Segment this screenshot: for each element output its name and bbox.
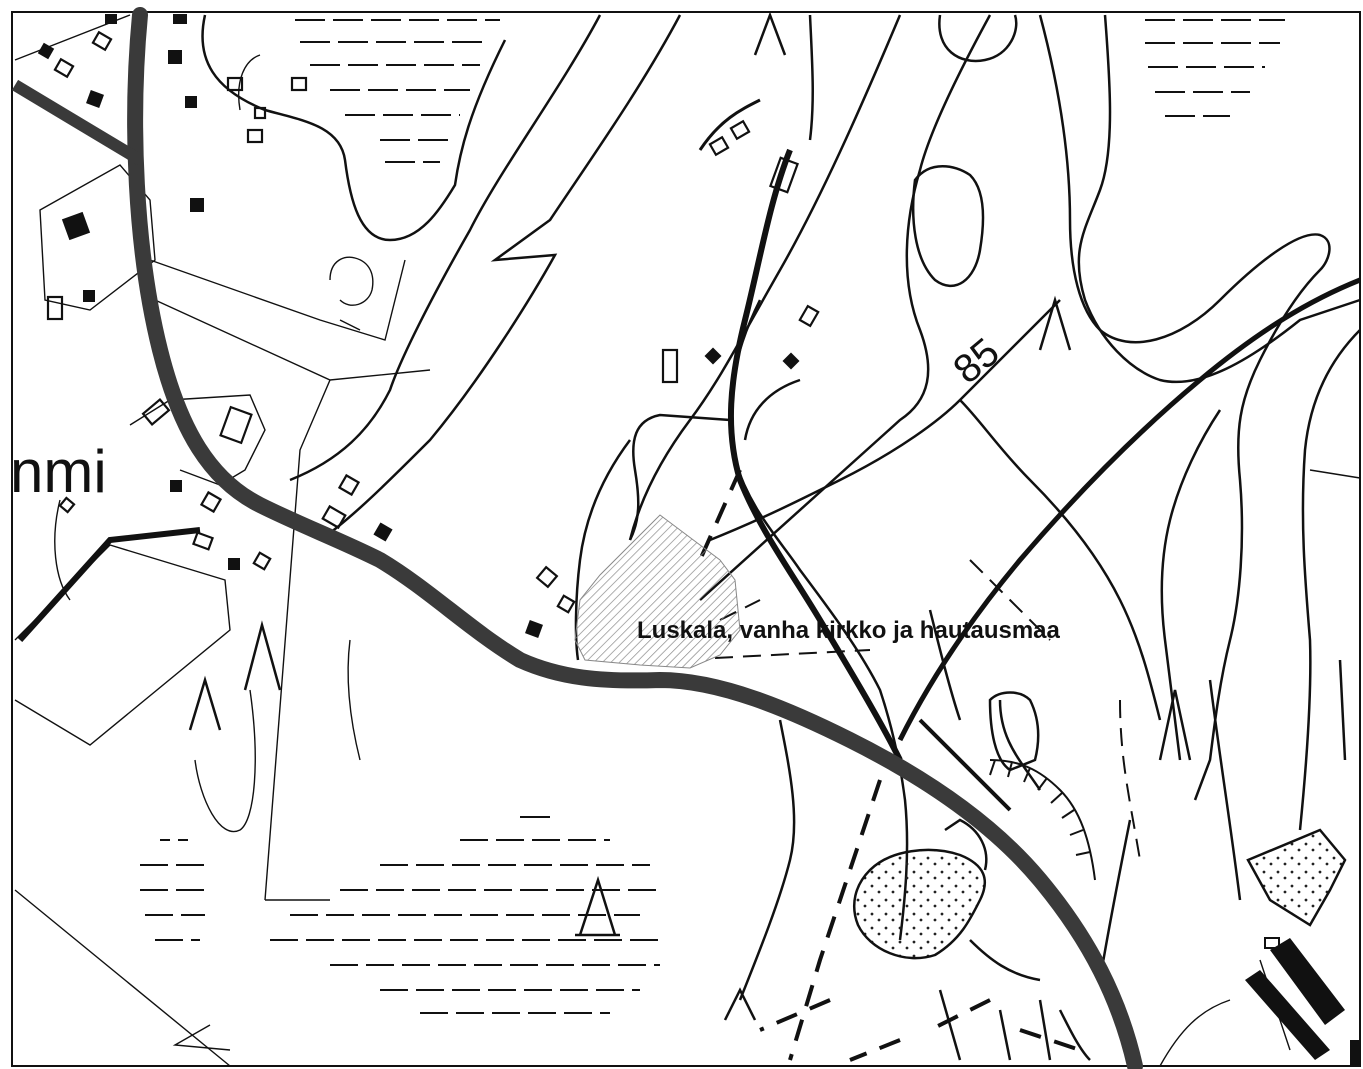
misc-lines: [938, 818, 1091, 1061]
marsh-hatching-top: [295, 19, 500, 163]
place-name-label: nmi: [10, 438, 107, 505]
main-road: [127, 7, 1143, 1069]
marsh-hatching-top-right: [1145, 19, 1285, 117]
site-label: Luskala, vanha kirkko ja hautausmaa: [637, 617, 1061, 644]
buildings-outline: [46, 30, 820, 614]
rail-line: [17, 527, 201, 643]
embankment-ticks: [989, 759, 1096, 881]
dashed-paths: [698, 469, 1081, 1062]
meadow-symbols: [188, 11, 1192, 1021]
map-frame: [11, 11, 1361, 1067]
contour-lines: [201, 14, 1361, 1001]
buildings-filled: [37, 14, 800, 638]
secondary-road: [727, 148, 903, 762]
stony-area-center: [853, 848, 987, 960]
upper-road: [698, 98, 761, 151]
road-northwest: [11, 79, 144, 166]
contour-elevation-label: 85: [945, 330, 1007, 392]
branch-road: [897, 277, 1361, 742]
branch-road-2: [918, 718, 1012, 812]
marsh-hatching-bottom: [140, 816, 660, 1014]
field-boundaries: [14, 14, 1361, 1067]
old-church-cemetery-area: [574, 514, 741, 669]
bottom-right-structure: [1245, 937, 1360, 1066]
stony-area-right: [1246, 828, 1347, 927]
